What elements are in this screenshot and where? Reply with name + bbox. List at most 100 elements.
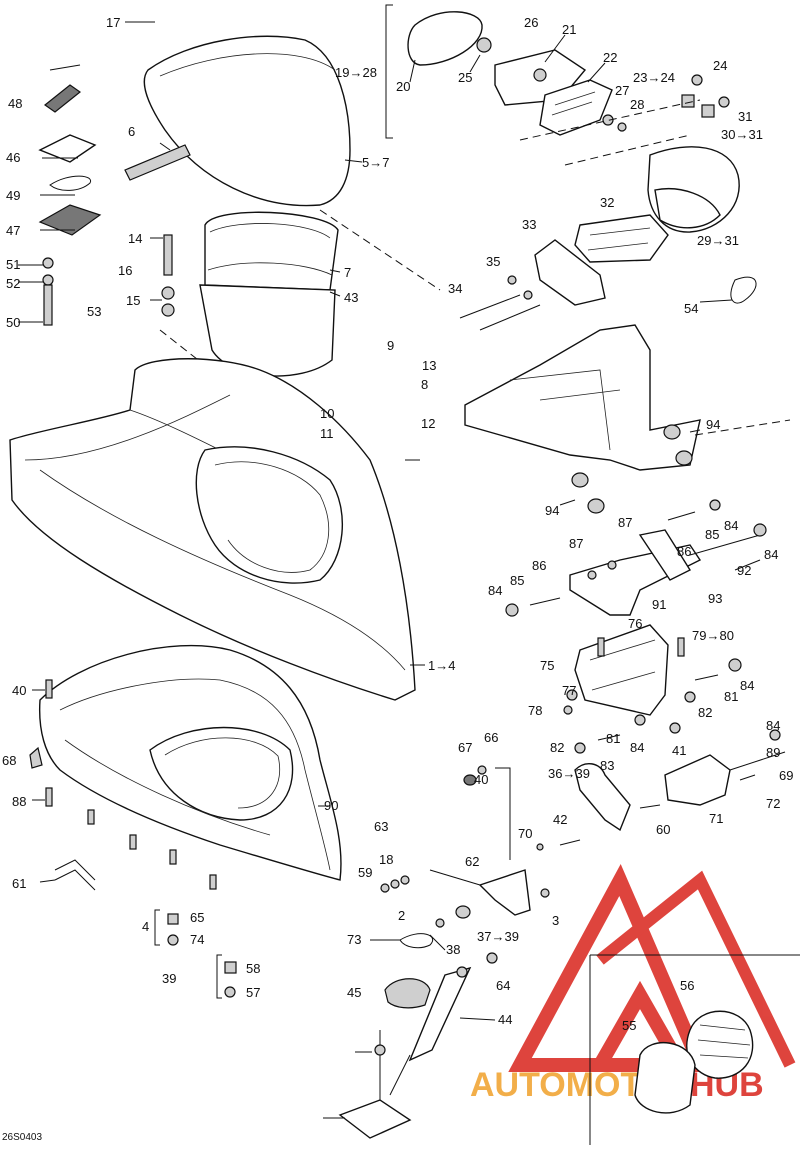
svg-text:AUTOMOTO: AUTOMOTO [470, 1066, 667, 1104]
washer-52 [42, 274, 54, 286]
part-label: 68 [2, 753, 16, 768]
part-label: 58 [246, 961, 260, 976]
part-label: 61 [12, 876, 26, 891]
part-label: 93 [708, 591, 722, 606]
part-label: 22 [603, 50, 617, 65]
part-label: 82 [550, 740, 564, 755]
bracket-70 [478, 869, 531, 916]
part-label: 31 [738, 109, 752, 124]
clip-41 [29, 746, 43, 769]
part-label: 84 [630, 740, 644, 755]
part-label: 19→28 [335, 65, 377, 80]
bracket-2 [154, 909, 160, 946]
part-labels: 17 20 26 21 19→28 25 22 23→24 24 27 28 3… [2, 15, 793, 1033]
clip-3 [167, 913, 179, 925]
rubber-mount-64 [384, 978, 431, 1009]
part-label: 35 [486, 254, 500, 269]
part-label: 43 [344, 290, 358, 305]
boot-44 [634, 1041, 696, 1114]
storage-bin [204, 211, 339, 291]
part-label: 91 [652, 597, 666, 612]
watermark-logo: AUTOMOTO HUB [470, 863, 796, 1104]
part-label: 84 [724, 518, 738, 533]
nut-4 [167, 934, 179, 946]
part-label: 14 [128, 231, 142, 246]
nut-23 [681, 94, 695, 108]
bolt-27 [602, 114, 614, 126]
part-label: 34 [448, 281, 462, 296]
clamp-65 [399, 933, 446, 951]
pivot-block-88 [664, 754, 731, 806]
part-label: 41 [672, 743, 686, 758]
washer-35 [507, 275, 517, 285]
part-label: 17 [106, 15, 120, 30]
nut-28 [617, 122, 627, 132]
part-label: 44 [498, 1012, 512, 1027]
part-label: 38 [446, 942, 460, 957]
part-label: 6 [128, 124, 135, 139]
part-label: 40 [12, 683, 26, 698]
part-label: 70 [518, 826, 532, 841]
bolt-50 [43, 284, 53, 326]
part-label: 27 [615, 83, 629, 98]
part-label: 90 [324, 798, 338, 813]
part-label: 26 [524, 15, 538, 30]
part-label: 65 [190, 910, 204, 925]
screw-40b [45, 787, 53, 807]
part-label: 39 [162, 971, 176, 986]
part-label: 10 [320, 406, 334, 421]
part-label: 71 [709, 811, 723, 826]
part-label: 55 [622, 1018, 636, 1033]
steering-bracket [574, 624, 669, 716]
part-label: 32 [600, 195, 614, 210]
part-label: 63 [374, 819, 388, 834]
part-label: 53 [87, 304, 101, 319]
part-label: 62 [465, 854, 479, 869]
part-label: 83 [600, 758, 614, 773]
part-label: 69 [779, 768, 793, 783]
part-label: 30→31 [721, 127, 763, 142]
clip-56 [374, 1044, 386, 1056]
part-label: 84 [764, 547, 778, 562]
part-label: 84 [766, 718, 780, 733]
grommet-68 [463, 774, 477, 786]
part-label: 3 [552, 913, 559, 928]
part-label: 18 [379, 852, 393, 867]
grommet-94a [663, 424, 681, 440]
part-label: 12 [421, 416, 435, 431]
part-label: 21 [562, 22, 576, 37]
part-label: 87 [569, 536, 583, 551]
part-label: 74 [190, 932, 204, 947]
bolt-92 [689, 534, 761, 556]
part-label: 86 [677, 544, 691, 559]
nut-39 [224, 986, 236, 998]
part-label: 78 [528, 703, 542, 718]
washer-77 [566, 689, 578, 701]
leader-lines [18, 21, 761, 1119]
part-label: 49 [6, 188, 20, 203]
washer-15 [161, 286, 175, 300]
part-label: 51 [6, 257, 20, 272]
grommet-94d [587, 498, 605, 514]
part-label: 5→7 [362, 155, 389, 170]
part-label: 57 [246, 985, 260, 1000]
gauge-bracket [534, 239, 606, 306]
washer-84-right [753, 523, 767, 537]
bracket-37-39 [216, 954, 222, 999]
part-label: 9 [387, 338, 394, 353]
part-label: 29→31 [697, 233, 739, 248]
part-label: 36→39 [548, 766, 590, 781]
part-label: 11 [320, 426, 334, 441]
part-label: 60 [656, 822, 670, 837]
bracket-55 [338, 1099, 412, 1139]
part-label: 13 [422, 358, 436, 373]
mirror [407, 11, 483, 66]
part-label: 81 [724, 689, 738, 704]
washer-51 [42, 257, 54, 269]
part-label: 73 [347, 932, 361, 947]
part-label: 48 [8, 96, 22, 111]
part-label: 85 [510, 573, 524, 588]
washer-24 [691, 74, 703, 86]
part-label: 28 [630, 97, 644, 112]
